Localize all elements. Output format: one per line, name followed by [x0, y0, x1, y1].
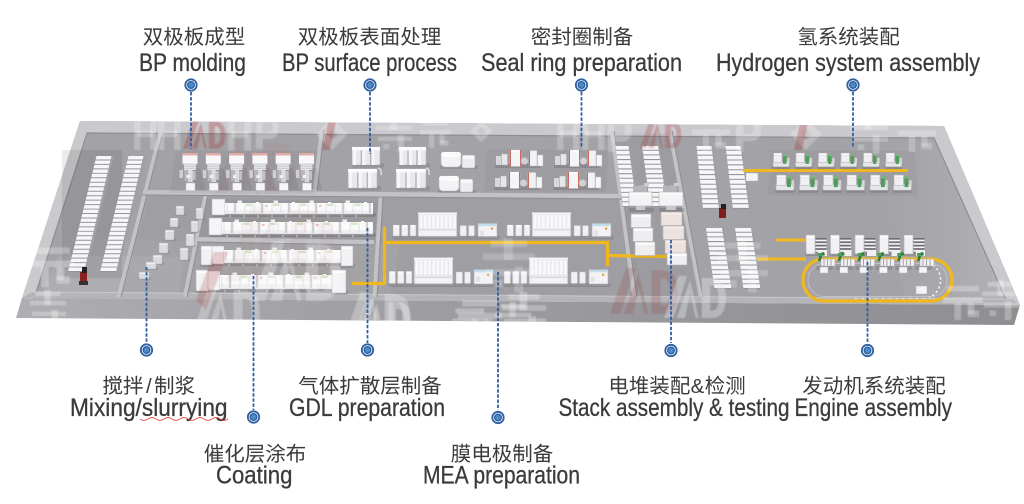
svg-text:Stack assembly & testing: Stack assembly & testing — [559, 394, 790, 422]
svg-text:BP molding: BP molding — [139, 49, 246, 77]
svg-text:/: / — [146, 375, 152, 398]
svg-text:Engine assembly: Engine assembly — [794, 394, 952, 422]
svg-text:Mixing/slurrying: Mixing/slurrying — [70, 394, 228, 422]
svg-text:MEA preparation: MEA preparation — [423, 462, 580, 490]
svg-text:BP surface process: BP surface process — [282, 49, 457, 77]
svg-text:Seal ring preparation: Seal ring preparation — [481, 49, 682, 77]
svg-text:Hydrogen system assembly: Hydrogen system assembly — [716, 49, 980, 77]
svg-text:GDL preparation: GDL preparation — [289, 394, 445, 422]
svg-text:&: & — [691, 375, 705, 398]
svg-text:Coating: Coating — [216, 462, 293, 490]
